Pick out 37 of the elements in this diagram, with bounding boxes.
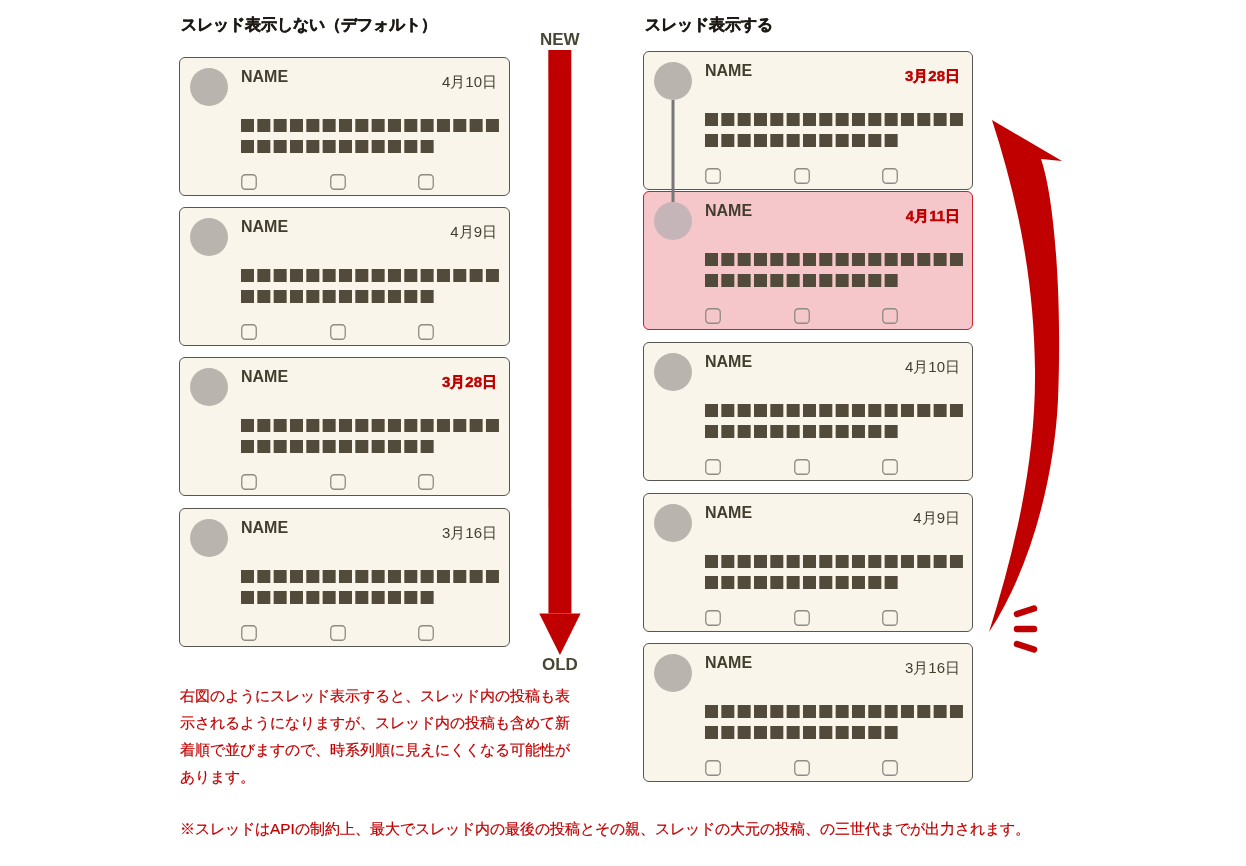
heading: スレッド表示しない（デフォルト） — [181, 15, 437, 35]
post-date: 4月10日 — [441, 73, 497, 91]
post-date: 4月11日 — [905, 207, 960, 225]
note-text: 右図のようにスレッド表示すると、スレッド内の投稿も表示されるようになりますが、スレッド内の投稿も含めて新着順で並びますので、時系列順に見えにくくなる可能性があります。 — [180, 686, 571, 787]
post-card — [643, 342, 973, 481]
time-label: NEW — [540, 30, 580, 50]
post-date: 3月16日 — [441, 524, 497, 542]
post-card — [179, 508, 510, 647]
post-date: 3月16日 — [904, 659, 960, 677]
heading: スレッド表示する — [645, 15, 773, 35]
post-card — [179, 357, 510, 496]
user-name: NAME — [241, 519, 289, 537]
user-name: NAME — [705, 202, 753, 220]
avatar-circle — [654, 202, 692, 240]
footnote: ※スレッドはAPIの制約上、最大でスレッド内の最後の投稿とその親、スレッドの大元の投稿、の三世代までが出力されます。 — [180, 819, 1030, 839]
post-card — [179, 57, 510, 196]
user-name: NAME — [705, 353, 753, 371]
user-name: NAME — [705, 62, 753, 80]
user-name: NAME — [241, 68, 289, 86]
post-card — [179, 207, 510, 346]
post-date: 3月28日 — [441, 373, 497, 391]
time-label: OLD — [542, 655, 578, 675]
post-date: 4月10日 — [904, 358, 960, 376]
connector-line — [671, 100, 675, 202]
user-name: NAME — [705, 504, 753, 522]
post-card — [643, 643, 973, 782]
post-card — [643, 51, 973, 190]
block-arrow — [539, 50, 581, 655]
post-date: 4月9日 — [913, 509, 960, 527]
post-card — [643, 191, 973, 330]
user-name: NAME — [241, 218, 289, 236]
post-card — [643, 493, 973, 632]
post-date: 4月9日 — [450, 223, 497, 241]
user-name: NAME — [705, 654, 753, 672]
post-date: 3月28日 — [904, 67, 960, 85]
avatar-circle — [654, 62, 692, 100]
user-name: NAME — [241, 368, 289, 386]
